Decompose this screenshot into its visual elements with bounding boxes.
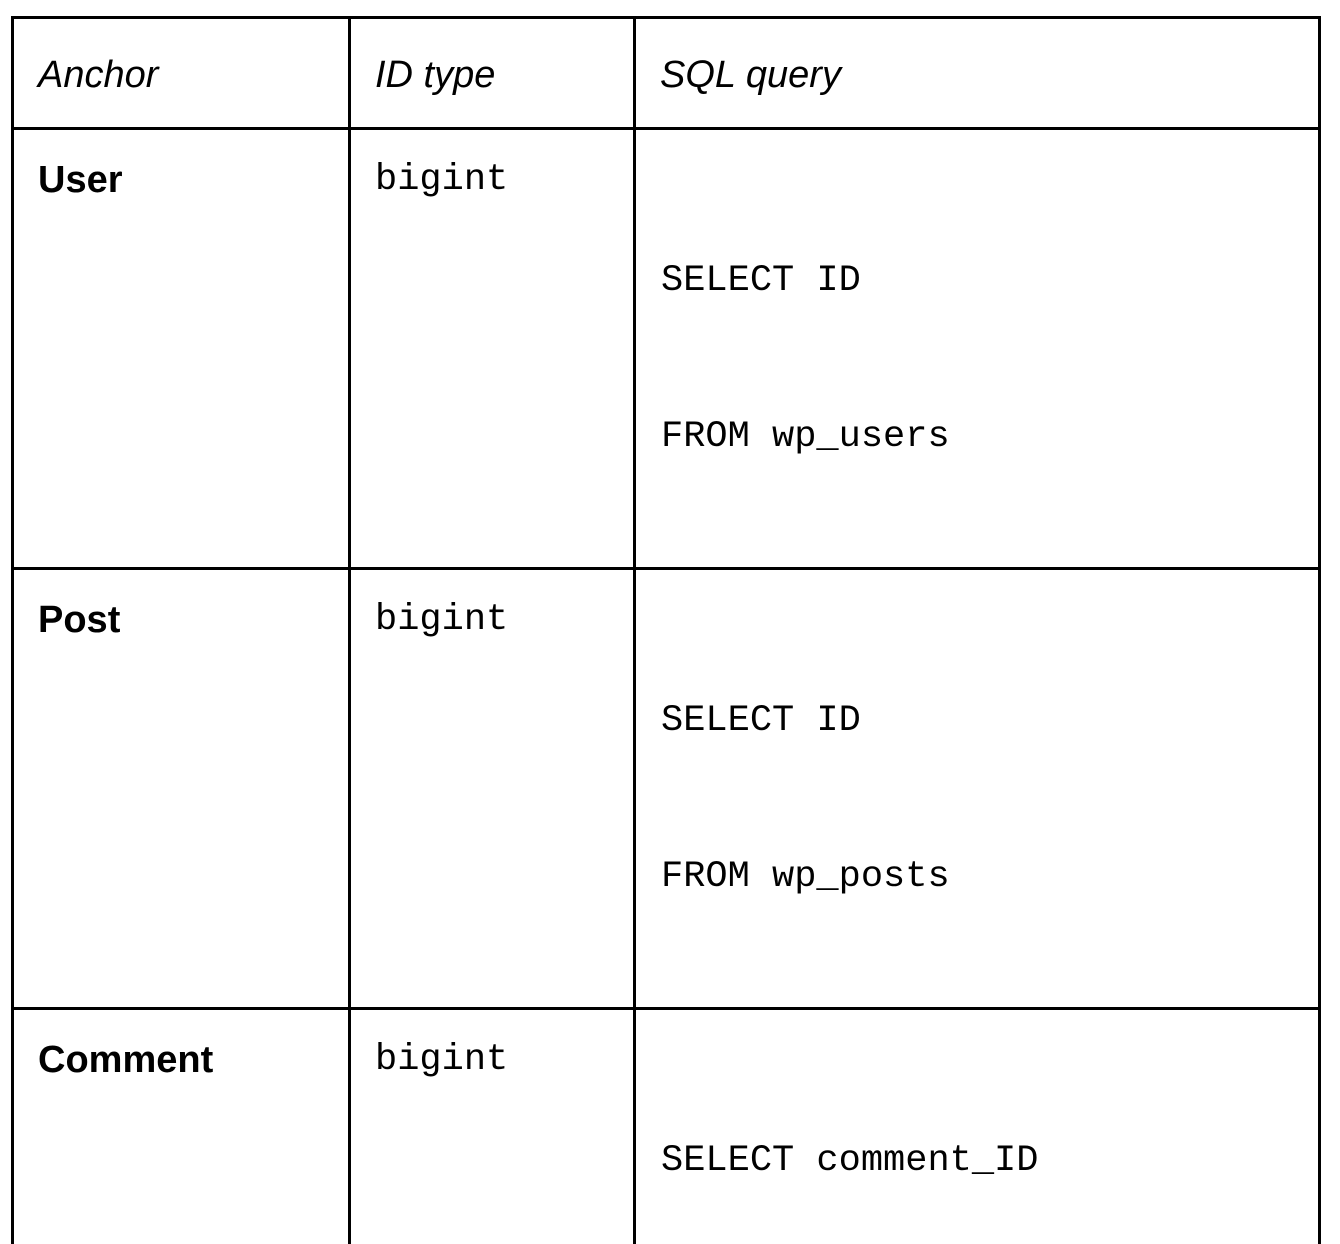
table-row: User bigint SELECT ID FROM wp_users <box>13 129 1320 569</box>
table-header-row: Anchor ID type SQL query <box>13 18 1320 129</box>
anchor-name-comment: Comment <box>14 1010 348 1079</box>
cell-id-type: bigint <box>350 1009 635 1244</box>
column-header-anchor: Anchor <box>13 18 350 129</box>
anchor-id-sql-table: Anchor ID type SQL query User bigint <box>11 16 1321 1244</box>
anchor-name-user: User <box>14 130 348 199</box>
table-body: User bigint SELECT ID FROM wp_users Post <box>13 129 1320 1244</box>
table-header: Anchor ID type SQL query <box>13 18 1320 129</box>
cell-anchor: Comment <box>13 1009 350 1244</box>
column-header-id-type: ID type <box>350 18 635 129</box>
cell-anchor: Post <box>13 569 350 1009</box>
cell-sql-query: SELECT ID FROM wp_posts <box>635 569 1320 1009</box>
cell-id-type: bigint <box>350 569 635 1009</box>
column-header-anchor-label: Anchor <box>14 19 348 94</box>
column-header-sql-query: SQL query <box>635 18 1320 129</box>
sql-query-line: SELECT comment_ID <box>661 1135 1318 1187</box>
page-canvas: Anchor ID type SQL query User bigint <box>0 0 1340 622</box>
sql-query-line: FROM wp_posts <box>661 851 1318 903</box>
sql-query-user: SELECT ID FROM wp_users <box>636 130 1318 567</box>
id-type-value-user: bigint <box>351 130 633 199</box>
table-row: Post bigint SELECT ID FROM wp_posts <box>13 569 1320 1009</box>
cell-sql-query: SELECT comment_ID FROM wp_comments <box>635 1009 1320 1244</box>
sql-query-line: SELECT ID <box>661 695 1318 747</box>
cell-id-type: bigint <box>350 129 635 569</box>
table-row: Comment bigint SELECT comment_ID FROM wp… <box>13 1009 1320 1244</box>
id-type-value-post: bigint <box>351 570 633 639</box>
id-type-value-comment: bigint <box>351 1010 633 1079</box>
column-header-id-type-label: ID type <box>351 19 633 94</box>
sql-query-line: SELECT ID <box>661 255 1318 307</box>
cell-sql-query: SELECT ID FROM wp_users <box>635 129 1320 569</box>
cell-anchor: User <box>13 129 350 569</box>
sql-query-comment: SELECT comment_ID FROM wp_comments <box>636 1010 1318 1244</box>
sql-query-line: FROM wp_users <box>661 411 1318 463</box>
column-header-sql-query-label: SQL query <box>636 19 1318 94</box>
sql-query-post: SELECT ID FROM wp_posts <box>636 570 1318 1007</box>
anchor-name-post: Post <box>14 570 348 639</box>
